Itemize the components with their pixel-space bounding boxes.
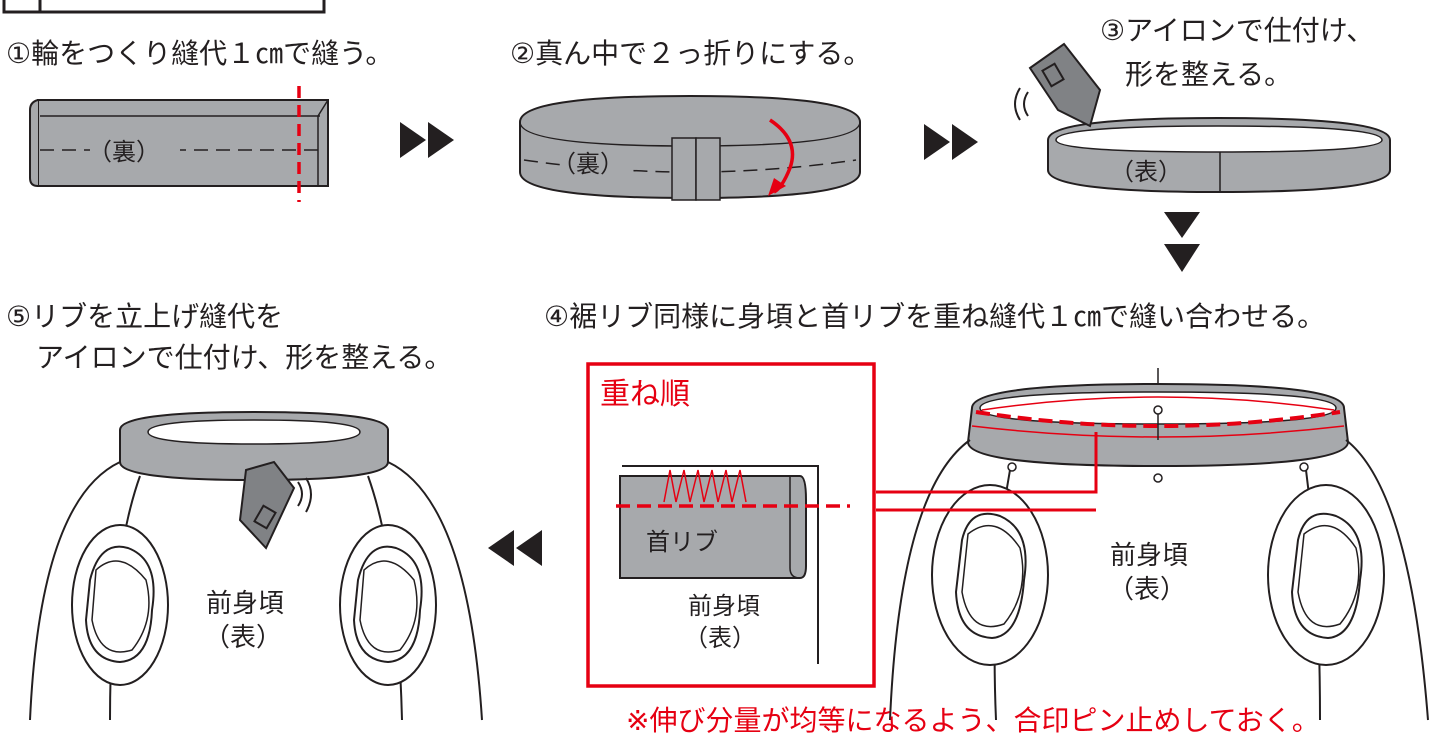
- step3-illustration: （表）: [1014, 42, 1391, 194]
- step1-ura-label: （裏）: [88, 138, 160, 166]
- step2-illustration: （裏）: [519, 94, 861, 201]
- step5-maemigoro-label: 前身頃: [206, 589, 284, 619]
- step4-omote-label: （表）: [1108, 575, 1186, 605]
- step5-illustration: 前身頃 （表）: [29, 410, 483, 721]
- layer-order-kubi-rib-label: 首リブ: [646, 528, 718, 556]
- arrow-right-2: [924, 124, 978, 160]
- step2-text: ②真ん中で２っ折りにする。: [510, 37, 871, 70]
- arrow-left: [488, 530, 542, 566]
- iron-icon: [1014, 42, 1102, 128]
- step4-illustration: 前身頃 （表）: [876, 368, 1429, 721]
- step5-text-line1: ⑤リブを立上げ縫代を: [6, 300, 283, 333]
- step3-text-line1: ③アイロンで仕付け、: [1100, 14, 1374, 47]
- pin-note: ※伸び分量が均等になるよう、合印ピン止めしておく。: [626, 704, 1320, 737]
- layer-order-inset: 重ね順 首リブ 前身頃 （表）: [586, 362, 876, 688]
- step1-text: ①輪をつくり縫代１㎝で縫う。: [6, 37, 393, 70]
- arrow-right-1: [400, 122, 454, 158]
- arrow-down: [1164, 212, 1200, 272]
- layer-order-omote-label: （表）: [684, 624, 756, 652]
- step4-text: ④裾リブ同様に身頃と首リブを重ね縫代１㎝で縫い合わせる。: [544, 300, 1325, 333]
- header-box-fragment: [2, 0, 326, 14]
- layer-order-maemigoro-label: 前身頃: [688, 592, 760, 620]
- step1-illustration: （裏）: [29, 86, 329, 202]
- step4-maemigoro-label: 前身頃: [1110, 541, 1188, 571]
- step3-text-line2: 形を整える。: [1125, 58, 1292, 91]
- step5-text-line2: アイロンで仕付け、形を整える。: [36, 341, 452, 374]
- step5-omote-label: （表）: [204, 623, 282, 653]
- layer-order-title: 重ね順: [600, 377, 690, 412]
- iron-icon: [238, 460, 312, 550]
- step3-omote-label: （表）: [1110, 158, 1182, 186]
- step2-ura-label: （裏）: [552, 150, 624, 178]
